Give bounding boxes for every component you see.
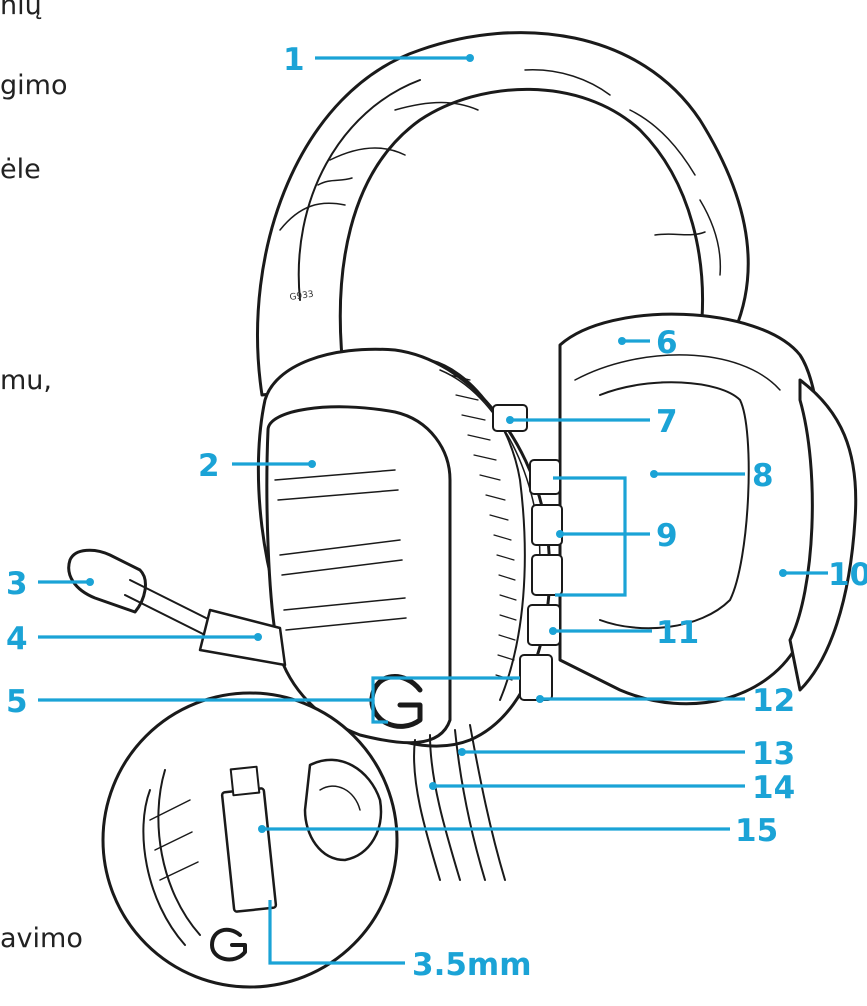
callout-6: 6 bbox=[656, 325, 678, 361]
callout-1: 1 bbox=[283, 42, 305, 78]
model-label: G933 bbox=[289, 290, 314, 303]
side-text-1: nių bbox=[0, 0, 42, 21]
dongle-inset bbox=[101, 691, 399, 989]
callout-8: 8 bbox=[752, 458, 774, 494]
callout-2: 2 bbox=[198, 448, 220, 484]
callout-5: 5 bbox=[6, 684, 28, 720]
callout-11: 11 bbox=[656, 615, 699, 651]
callout-13: 13 bbox=[752, 736, 795, 772]
side-text-2: gimo bbox=[0, 70, 68, 101]
side-text-5: avimo bbox=[0, 923, 83, 954]
callout-4: 4 bbox=[6, 621, 28, 657]
cables bbox=[413, 724, 506, 881]
callout-7: 7 bbox=[656, 404, 678, 440]
left-earcup bbox=[256, 347, 563, 748]
callout-12: 12 bbox=[752, 683, 795, 719]
headband: G933 bbox=[256, 31, 750, 397]
microphone-boom bbox=[67, 548, 287, 667]
callout-lines bbox=[38, 54, 828, 965]
side-text-4: mu, bbox=[0, 365, 52, 396]
callout-3: 3 bbox=[6, 566, 28, 602]
side-text-3: ėle bbox=[0, 154, 41, 185]
callout-numbers: 1 2 3 4 5 6 7 8 9 10 11 12 13 14 15 3.5m… bbox=[6, 42, 867, 983]
right-earcup bbox=[558, 312, 858, 706]
callout-15: 15 bbox=[735, 813, 778, 849]
callout-10: 10 bbox=[828, 557, 867, 593]
jack-label: 3.5mm bbox=[412, 947, 532, 983]
callout-9: 9 bbox=[656, 518, 678, 554]
callout-14: 14 bbox=[752, 770, 795, 806]
